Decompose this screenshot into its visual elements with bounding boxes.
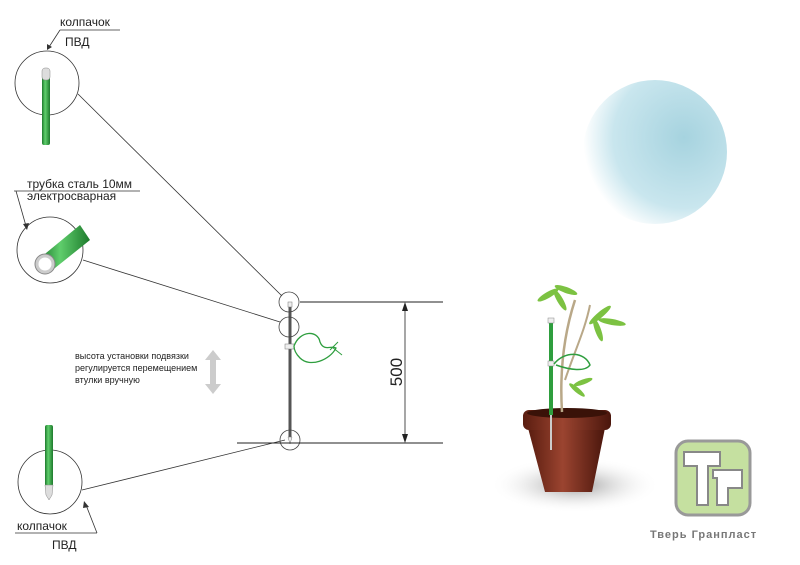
note-line1: высота установки подвязки [75, 351, 189, 361]
height-note: высота установки подвязки регулируется п… [75, 350, 221, 394]
callout-top-cap: колпачок ПВД [14, 15, 283, 297]
stake-drawing [278, 291, 343, 451]
note-line2: регулируется перемещением [75, 363, 197, 373]
company-name: Тверь Гранпласт [650, 529, 757, 541]
potted-plant-illustration [490, 285, 660, 513]
bottom-cap-label-line1: колпачок [17, 519, 68, 533]
dimension-value: 500 [387, 358, 406, 386]
tube-label-line1: трубка сталь 10мм [27, 177, 132, 191]
tie-loop [293, 332, 337, 364]
note-line3: втулки вручную [75, 375, 140, 385]
dimension-500: 500 [237, 301, 443, 444]
top-cap-label-line2: ПВД [65, 35, 90, 49]
bottom-cap-label-line2: ПВД [52, 538, 77, 552]
tube-label-line2: электросварная [27, 189, 116, 203]
callout-bottom-cap: колпачок ПВД [15, 425, 286, 552]
top-cap-label-line1: колпачок [60, 15, 111, 29]
decorative-blob [583, 80, 727, 224]
callout-tube: трубка сталь 10мм электросварная [14, 177, 281, 323]
company-logo: Тверь Гранпласт [650, 439, 757, 541]
double-arrow-icon [205, 350, 221, 394]
